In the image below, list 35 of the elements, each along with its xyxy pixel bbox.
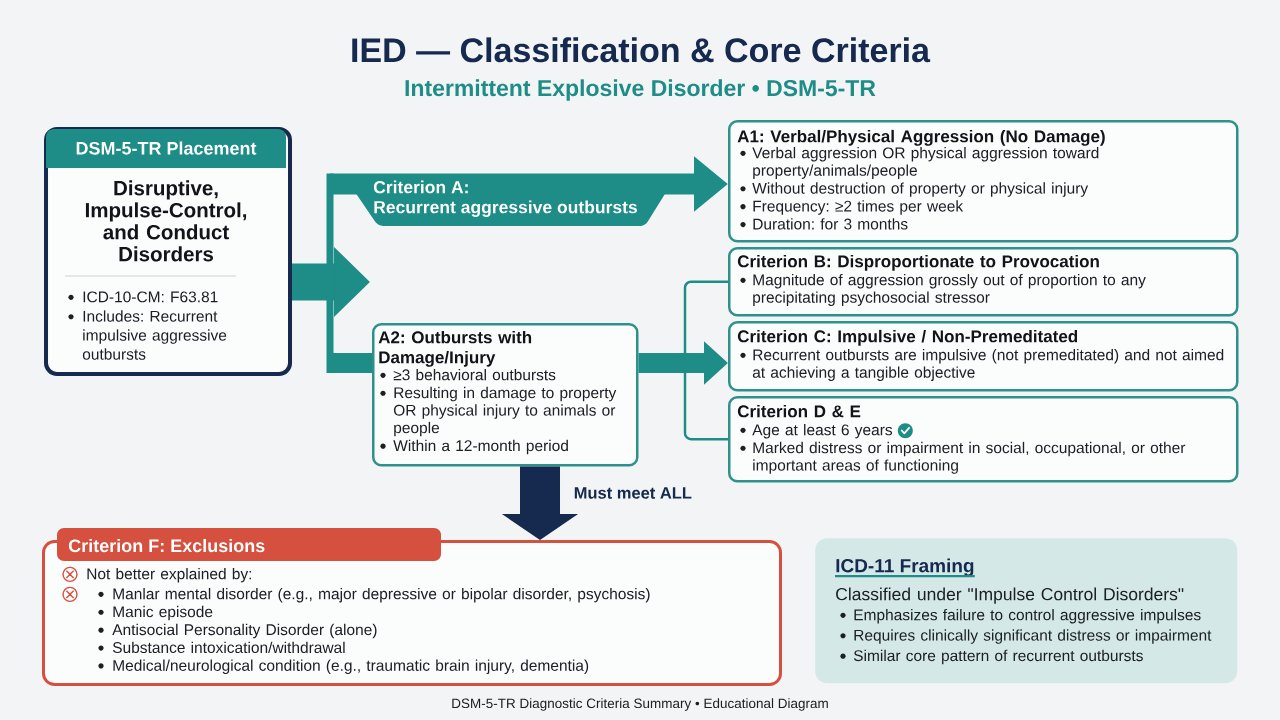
- heading: Criterion B: Disproportionate to Provocation: [737, 254, 1099, 271]
- bullet-item: Emphasizes failure to control aggressive impulses: [840, 608, 1201, 624]
- bullet-item: Manic episode: [98, 605, 213, 621]
- intro-text: Not better explained by:: [87, 567, 252, 583]
- bullet-item: Verbal aggression OR physical aggression toward property/animals/people: [740, 146, 1099, 179]
- heading: A2: Outbursts with Damage/Injury: [378, 330, 532, 367]
- bullet-item: Without destruction of property or physical injury: [740, 182, 1089, 197]
- bullet-item: ≥3 behavioral outbursts: [380, 368, 556, 381]
- heading: ICD-11 Framing: [835, 558, 975, 578]
- bullet-item: Recurrent outbursts are impulsive (not premeditated) and not aimed at achieving a tangible objective: [740, 348, 1224, 381]
- bullet-item: Marked distress or impairment in social, occupational, or other important areas of functioning: [740, 441, 1186, 474]
- bullet-item: Duration: for 3 months: [740, 218, 908, 230]
- bullet-item: Resulting in damage to property OR physical injury to animals or people: [380, 386, 617, 437]
- header-tab: Criterion F: Exclusions: [57, 528, 441, 561]
- heading: Disruptive, Impulse-Control, and Conduct Disorders: [85, 180, 247, 262]
- caption: DSM-5-TR Diagnostic Criteria Summary • Educational Diagram: [452, 698, 828, 711]
- bullet-item: Magnitude of aggression grossly out of proportion to any precipitating psychosocial stressor: [740, 273, 1146, 306]
- bullet-item: ICD-10-CM: F63.81: [68, 291, 218, 303]
- header-band: DSM-5-TR Placement: [46, 129, 286, 168]
- bullet-item: Age at least 6 years: [740, 423, 913, 439]
- bullet-item: Within a 12-month period: [380, 439, 568, 455]
- bullet-item: Medical/neurological condition (e.g., traumatic brain injury, dementia): [98, 659, 589, 674]
- bullet-item: Manlar mental disorder (e.g., major depressive or bipolar disorder, psychosis): [98, 587, 650, 603]
- body-text: Classified under "Impulse Control Disorders": [836, 587, 1184, 604]
- bullet-item: Antisocial Personality Disorder (alone): [98, 623, 377, 639]
- subtitle: Intermittent Explosive Disorder • DSM-5-TR: [405, 79, 876, 101]
- bullet-item: Frequency: ≥2 times per week: [740, 200, 964, 215]
- heading: A1: Verbal/Physical Aggression (No Damage): [737, 129, 1105, 146]
- bullet-item: Substance intoxication/withdrawal: [98, 641, 345, 654]
- heading: Criterion C: Impulsive / Non-Premeditated: [737, 329, 1078, 346]
- bullet-item: Requires clinically significant distress or impairment: [840, 629, 1212, 644]
- bullet-item: Includes: Recurrent impulsive aggressive outbursts: [68, 310, 227, 360]
- bullet-item: Similar core pattern of recurrent outbursts: [840, 649, 1143, 665]
- title: IED — Classification & Core Criteria: [352, 37, 931, 63]
- heading: Criterion D & E: [737, 404, 861, 418]
